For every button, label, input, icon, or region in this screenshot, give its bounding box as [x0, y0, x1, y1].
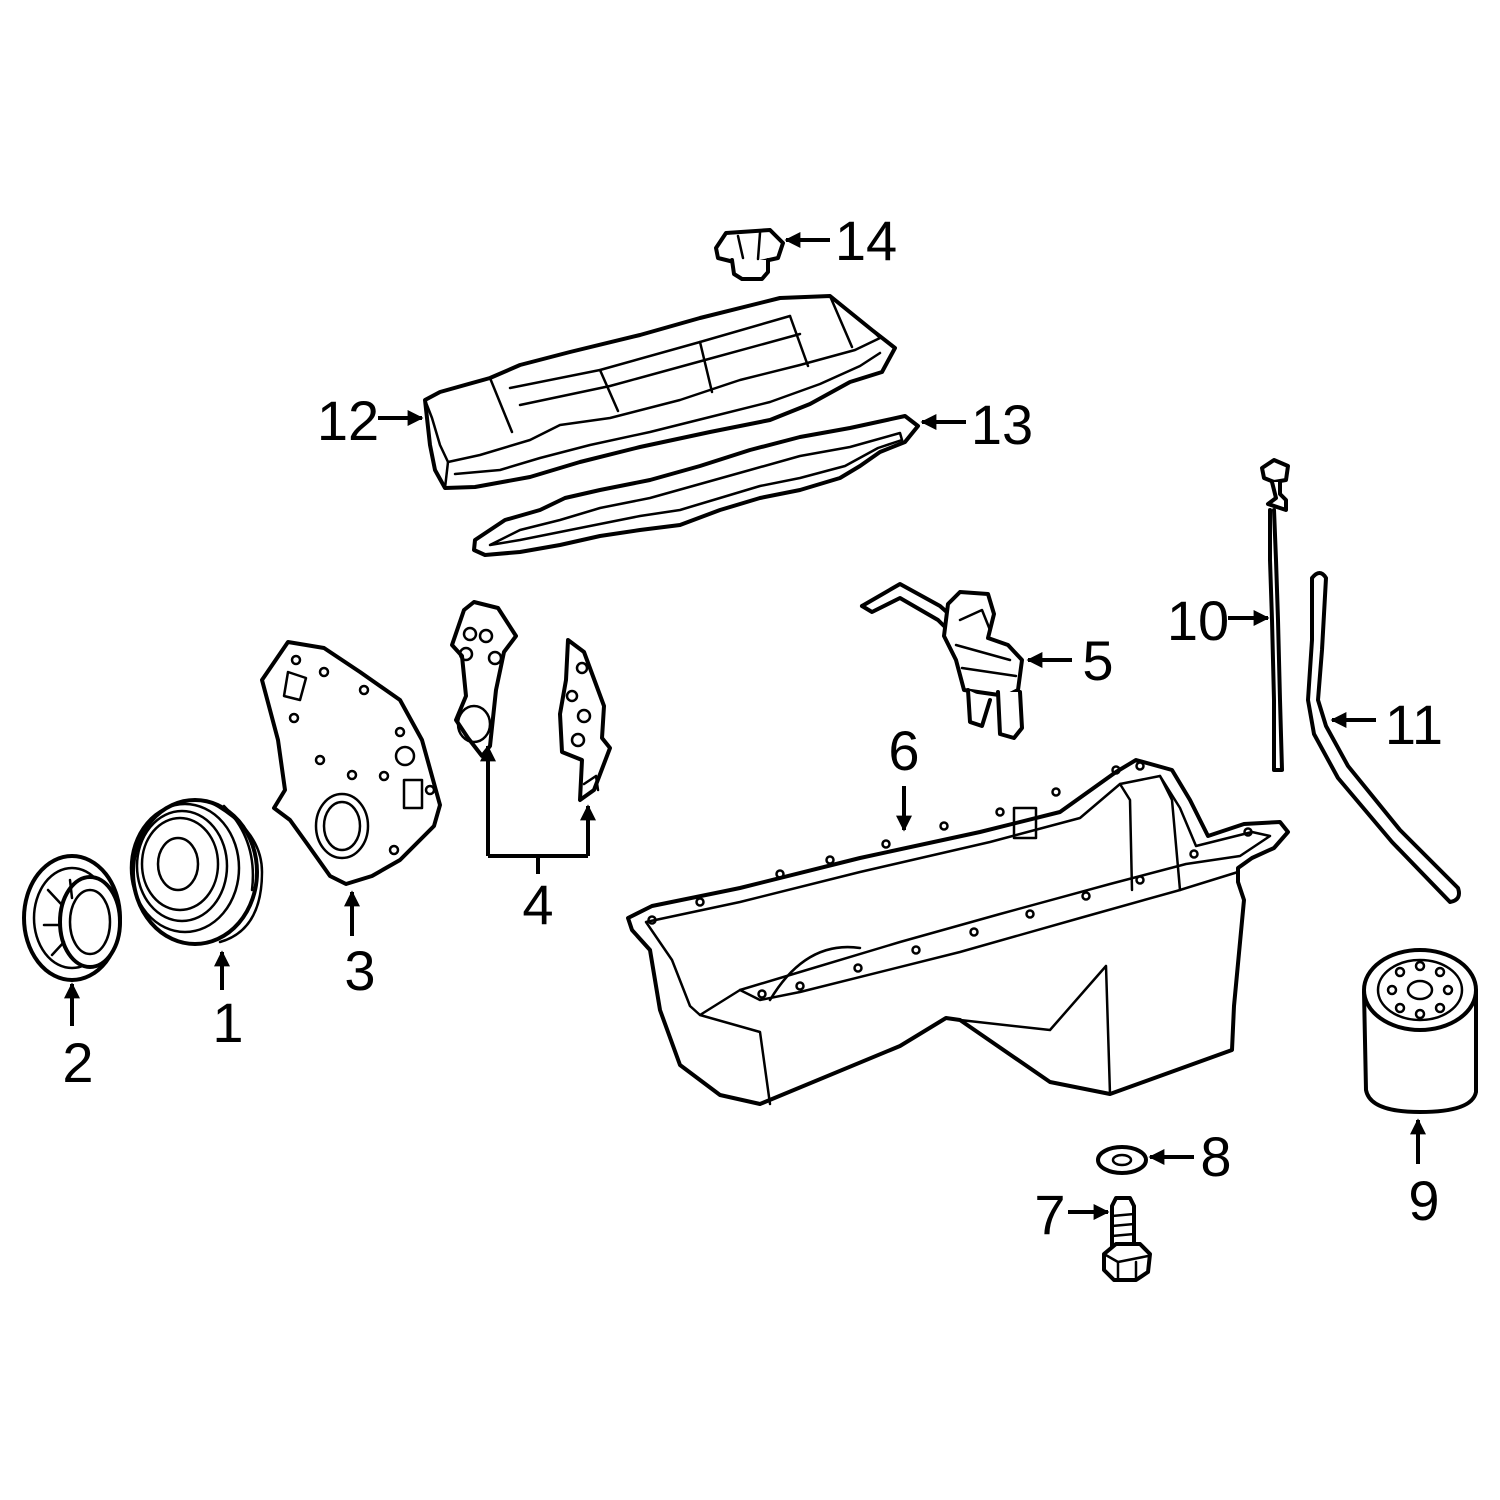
- crankshaft-hub: [22, 854, 122, 982]
- oil-filter: [1362, 948, 1478, 1114]
- callout-7: 7: [1034, 1183, 1065, 1246]
- dipstick: [1260, 458, 1290, 772]
- callout-3: 3: [344, 939, 375, 1002]
- valve-cover-gasket: [472, 414, 920, 557]
- callout-2: 2: [62, 1031, 93, 1094]
- crankshaft-pulley: [129, 798, 264, 946]
- callout-5: 5: [1082, 629, 1113, 692]
- dipstick-tube: [1306, 571, 1461, 904]
- timing-cover-gasket-right: [558, 638, 612, 802]
- callout-9: 9: [1408, 1169, 1439, 1232]
- valve-cover: [423, 294, 897, 490]
- callout-6: 6: [888, 719, 919, 782]
- oil-pump: [860, 582, 1024, 740]
- callout-4: 4: [522, 873, 553, 936]
- oil-filler-cap: [714, 228, 785, 281]
- callout-14: 14: [835, 209, 897, 272]
- drain-plug-gasket: [1096, 1145, 1148, 1175]
- timing-cover-gasket-left: [450, 600, 518, 758]
- callout-8: 8: [1200, 1125, 1231, 1188]
- drain-plug: [1102, 1196, 1152, 1282]
- leader-lines: [64, 232, 1426, 1220]
- callout-12: 12: [317, 389, 379, 452]
- callout-11: 11: [1385, 693, 1443, 756]
- timing-cover: [260, 640, 442, 886]
- callout-1: 1: [212, 991, 243, 1054]
- callout-13: 13: [971, 393, 1033, 456]
- callout-10: 10: [1167, 589, 1229, 652]
- oil-pan: [626, 758, 1290, 1106]
